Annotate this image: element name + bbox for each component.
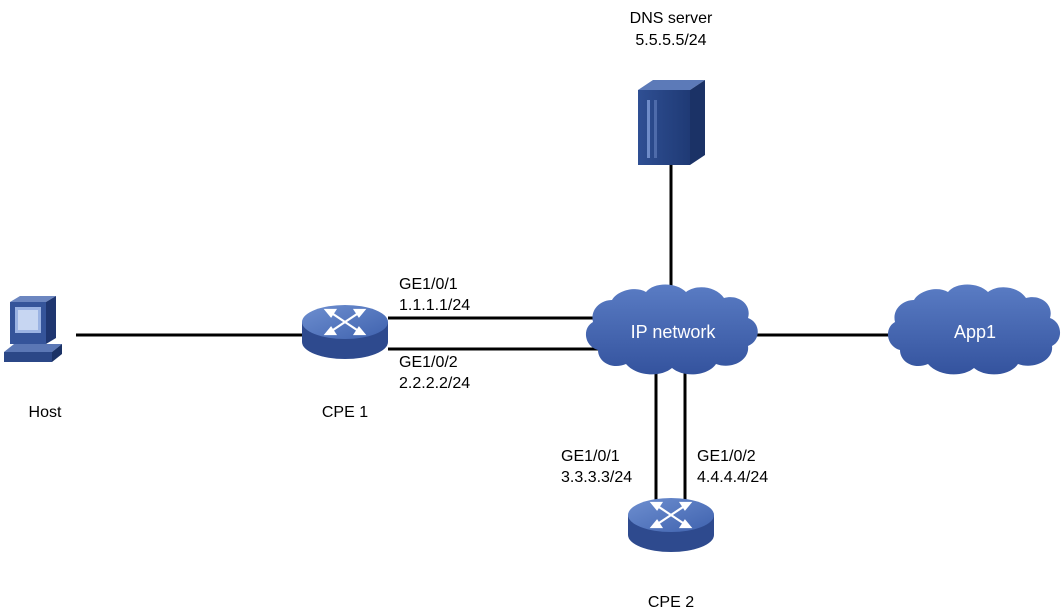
computer-icon [4, 296, 62, 362]
links [76, 160, 900, 500]
cpe1-label: CPE 1 [321, 404, 369, 421]
ip-network-label: IP network [630, 322, 716, 342]
cpe2-ge2-ip: 4.4.4.4/24 [697, 469, 769, 486]
cpe2-ge1-port: GE1/0/1 [561, 448, 620, 465]
router-icon [302, 305, 388, 359]
cpe2-ge1-ip: 3.3.3.3/24 [561, 469, 633, 486]
dns-server-ip: 5.5.5.5/24 [635, 32, 707, 49]
cpe1-ge1-port: GE1/0/1 [399, 276, 458, 293]
cpe1-ge1-ip: 1.1.1.1/24 [399, 297, 471, 314]
cpe1-ge2-ip: 2.2.2.2/24 [399, 375, 471, 392]
cloud-icon [887, 284, 1061, 375]
dns-server-label: DNS server [629, 10, 713, 27]
app1-label: App1 [953, 322, 997, 342]
host-label: Host [28, 404, 62, 421]
router-icon [628, 498, 714, 552]
cpe2-ge2-port: GE1/0/2 [697, 448, 756, 465]
cloud-icon [585, 284, 758, 375]
cpe2-label: CPE 2 [647, 594, 695, 611]
server-icon [638, 80, 705, 165]
cpe1-ge2-port: GE1/0/2 [399, 354, 458, 371]
